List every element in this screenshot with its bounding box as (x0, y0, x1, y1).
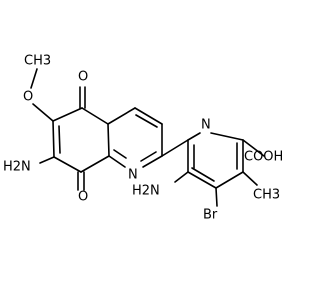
bond-ch3-o (30, 68, 38, 89)
bond-ring-a-6 (52, 120, 55, 158)
atom-label-keto-o-bottom: O (78, 190, 88, 205)
bond-ring-a-5 (53, 156, 82, 173)
bond-ring-c-5-double (191, 167, 215, 182)
atom-label-keto-o-top: O (78, 70, 88, 85)
atom-label-amino-left: H2N (3, 160, 31, 175)
atom-label-methoxy-ch3: CH3 (24, 54, 51, 69)
bond-ring-c-1 (187, 132, 201, 141)
atom-label-amino-right: H2N (132, 184, 160, 199)
atom-label-acid: COOH (244, 150, 283, 165)
bond-ring-b-5-double (113, 149, 127, 159)
bond-ring-b-2-double (135, 114, 158, 128)
bond-ring-a-4 (80, 155, 110, 173)
bond-ring-b-2 (134, 107, 163, 125)
bond-ring-b-4 (142, 155, 163, 168)
bond-c-nh2-right (174, 171, 189, 183)
bond-ring-a-6-double (58, 125, 61, 154)
atom-label-layer: CH3 O O H2N O N N H2N Br CH3 COOH (3, 54, 283, 223)
atom-label-pyridine-n: N (201, 118, 211, 133)
bond-ring-a-3 (107, 123, 110, 157)
bond-c-cooh (242, 139, 265, 157)
bond-ring-c-5 (187, 171, 217, 189)
bond-ring-a-2 (81, 107, 109, 125)
bond-c-br (215, 187, 218, 207)
atom-label-methoxy-o: O (23, 90, 33, 105)
bond-biaryl-link (161, 139, 189, 157)
bond-ring-c-4 (215, 171, 244, 189)
bond-ring-b-1 (107, 107, 136, 125)
bond-c-methyl (242, 171, 258, 186)
bond-ring-a-1 (52, 107, 83, 122)
bond-o-c-methoxy (32, 103, 54, 122)
bond-c-nh2-left (39, 156, 55, 164)
atom-label-bromo: Br (203, 208, 218, 223)
bond-ring-b-4-double (140, 151, 157, 162)
atom-label-methyl: CH3 (253, 188, 280, 203)
chemical-structure-diagram: CH3 O O H2N O N N H2N Br CH3 COOH (3, 54, 283, 223)
bond-layer (30, 68, 265, 207)
bond-ring-b-5 (108, 155, 126, 168)
bond-ring-c-2 (210, 132, 244, 141)
atom-label-quinoline-n: N (128, 168, 138, 183)
